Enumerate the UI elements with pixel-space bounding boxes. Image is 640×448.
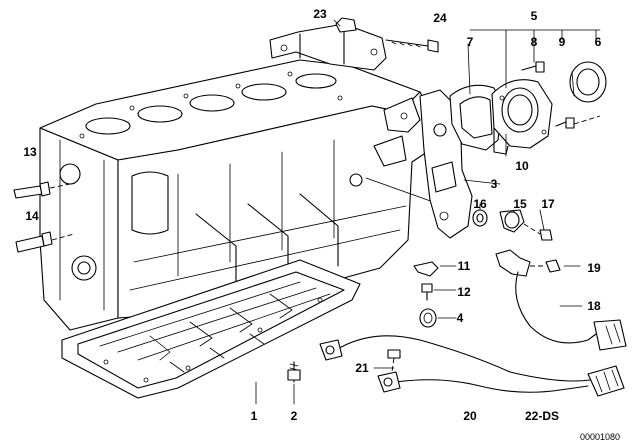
label-17: 17: [541, 197, 555, 211]
dowel-sleeve-upper: [13, 181, 71, 199]
label-9: 9: [559, 35, 566, 49]
screw: [421, 283, 433, 301]
label-22-ds: 22-DS: [525, 409, 559, 423]
label-4: 4: [457, 311, 464, 325]
sealing-ring: [472, 209, 488, 227]
sensor-bolt: [530, 259, 561, 273]
leader-lines: [255, 19, 601, 405]
label-10: 10: [515, 159, 529, 173]
label-14: 14: [25, 209, 39, 223]
bolt: [385, 39, 439, 53]
label-18: 18: [587, 299, 601, 313]
rubber-bushing: [419, 308, 437, 328]
diagram-code: 00001080: [580, 432, 620, 442]
label-8: 8: [531, 35, 538, 49]
label-24: 24: [433, 11, 447, 25]
label-11: 11: [458, 259, 471, 273]
label-19: 19: [587, 261, 601, 275]
label-5: 5: [531, 9, 538, 23]
label-21: 21: [355, 361, 369, 375]
clip: [413, 261, 439, 277]
seal-carrier: [491, 79, 553, 155]
label-20: 20: [463, 409, 477, 423]
drain-screw: [287, 361, 301, 383]
label-7: 7: [467, 35, 474, 49]
label-3: 3: [491, 177, 498, 191]
label-2: 2: [291, 409, 298, 423]
dowel-sleeve-lower: [15, 231, 75, 253]
plug-screw: [523, 223, 553, 241]
label-12: 12: [457, 285, 471, 299]
knock-sensor-harness: [319, 335, 625, 397]
shaft-seal: [569, 61, 607, 103]
label-16: 16: [473, 197, 487, 211]
sensor-screw: [387, 349, 401, 373]
crank-sensor: [495, 249, 627, 351]
cover-bolts: [521, 61, 601, 129]
bracket: [269, 17, 387, 71]
label-13: 13: [23, 145, 37, 159]
engine-block: [39, 59, 451, 331]
label-15: 15: [513, 197, 527, 211]
oil-pan-gasket: [61, 259, 361, 399]
label-23: 23: [313, 7, 327, 21]
seal-carrier-gasket: [449, 84, 503, 151]
sensor-plug: [499, 209, 525, 233]
label-6: 6: [595, 35, 602, 49]
label-1: 1: [251, 409, 258, 423]
